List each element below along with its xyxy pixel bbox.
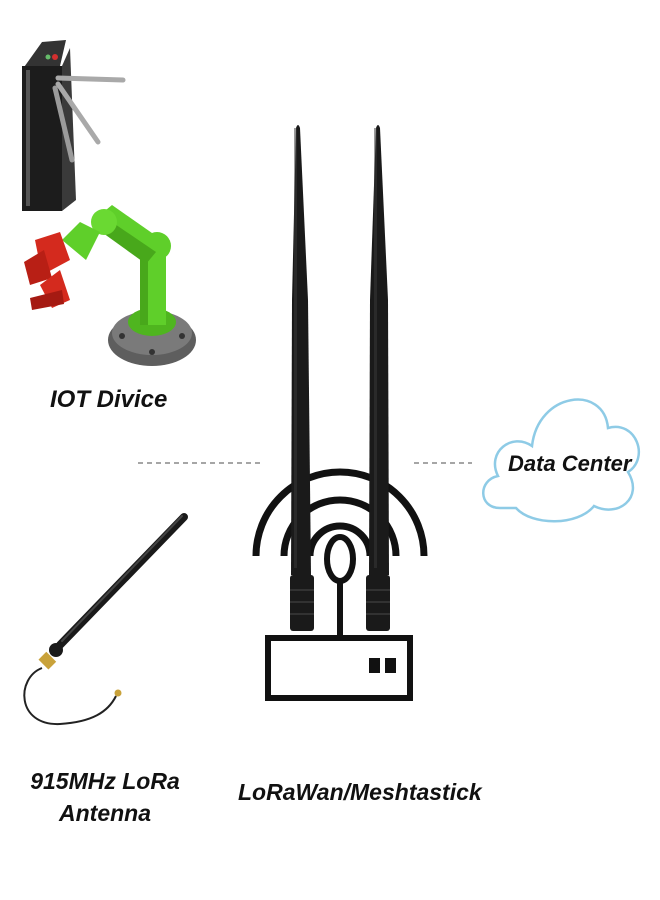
lora-antenna-label: 915MHz LoRa Antenna	[20, 765, 190, 829]
turnstile-icon	[22, 40, 126, 211]
robot-arm-icon	[24, 205, 196, 366]
data-center-label: Data Center	[508, 451, 632, 476]
antenna-icon	[290, 125, 390, 631]
lora-antenna-label-line1: 915MHz LoRa	[30, 768, 180, 794]
lora-antenna-label-line2: Antenna	[59, 800, 151, 826]
iot-device-label: IOT Divice	[50, 386, 168, 413]
signal-waves-icon	[252, 468, 428, 557]
gateway-label: LoRaWan/Meshtastick	[238, 779, 482, 805]
cloud-icon	[482, 398, 640, 523]
gateway-router-icon	[265, 534, 413, 701]
lora-antenna-icon	[23, 513, 188, 726]
